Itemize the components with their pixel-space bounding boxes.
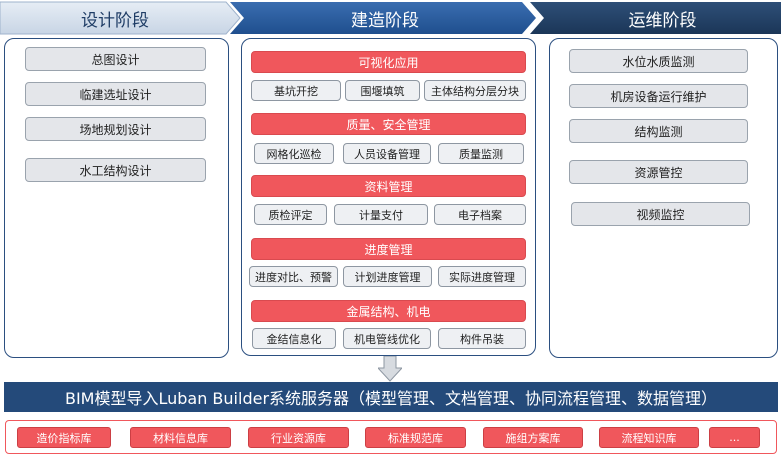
library-item: 行业资源库 <box>248 427 349 448</box>
build-subitem: 金结信息化 <box>252 328 336 349</box>
design-item: 总图设计 <box>25 47 206 71</box>
build-group-title: 进度管理 <box>251 238 526 260</box>
design-item: 水工结构设计 <box>25 158 206 182</box>
build-subitem: 基坑开挖 <box>251 80 341 101</box>
library-item: 造价指标库 <box>17 427 111 448</box>
ops-item: 视频监控 <box>571 202 750 226</box>
build-subitem: 主体结构分层分块 <box>424 80 526 101</box>
library-item: 材料信息库 <box>130 427 231 448</box>
build-subitem: 围堰填筑 <box>345 80 420 101</box>
build-subitem: 电子档案 <box>434 204 526 225</box>
server-bar: BIM模型导入Luban Builder系统服务器（模型管理、文档管理、协同流程… <box>4 382 778 412</box>
ops-item: 结构监测 <box>569 119 748 143</box>
build-subitem: 进度对比、预警 <box>249 266 338 287</box>
build-stage-arrow <box>230 2 536 34</box>
build-group-title: 金属结构、机电 <box>251 300 526 322</box>
build-subitem: 机电管线优化 <box>343 328 431 349</box>
build-subitem: 构件吊装 <box>438 328 526 349</box>
build-subitem: 人员设备管理 <box>343 143 431 164</box>
design-stage-arrow <box>0 1 241 35</box>
library-item: 流程知识库 <box>599 427 699 448</box>
stage-arrows <box>0 1 781 35</box>
build-group-title: 资料管理 <box>251 175 526 197</box>
build-subitem: 质量监测 <box>438 143 524 164</box>
build-subitem: 质检评定 <box>254 204 327 225</box>
build-subitem: 实际进度管理 <box>438 266 526 287</box>
ops-stage-arrow <box>530 2 781 34</box>
build-subitem: 计量支付 <box>334 204 428 225</box>
down-arrow-icon <box>378 356 402 382</box>
build-subitem: 计划进度管理 <box>343 266 432 287</box>
design-item: 临建选址设计 <box>25 82 206 106</box>
build-group-title: 可视化应用 <box>251 51 526 73</box>
ops-item: 机房设备运行维护 <box>569 84 748 108</box>
build-subitem: 网格化巡检 <box>254 143 334 164</box>
build-group-title: 质量、安全管理 <box>251 113 526 135</box>
library-item: 施组方案库 <box>483 427 583 448</box>
ops-stage-label: 运维阶段 <box>628 10 697 31</box>
design-stage-label: 设计阶段 <box>81 10 149 31</box>
design-item: 场地规划设计 <box>25 117 206 141</box>
ops-item: 资源管控 <box>569 160 748 184</box>
library-item-more: ... <box>709 427 760 448</box>
build-stage-label: 建造阶段 <box>351 10 419 31</box>
library-item: 标准规范库 <box>365 427 466 448</box>
ops-item: 水位水质监测 <box>569 49 748 73</box>
